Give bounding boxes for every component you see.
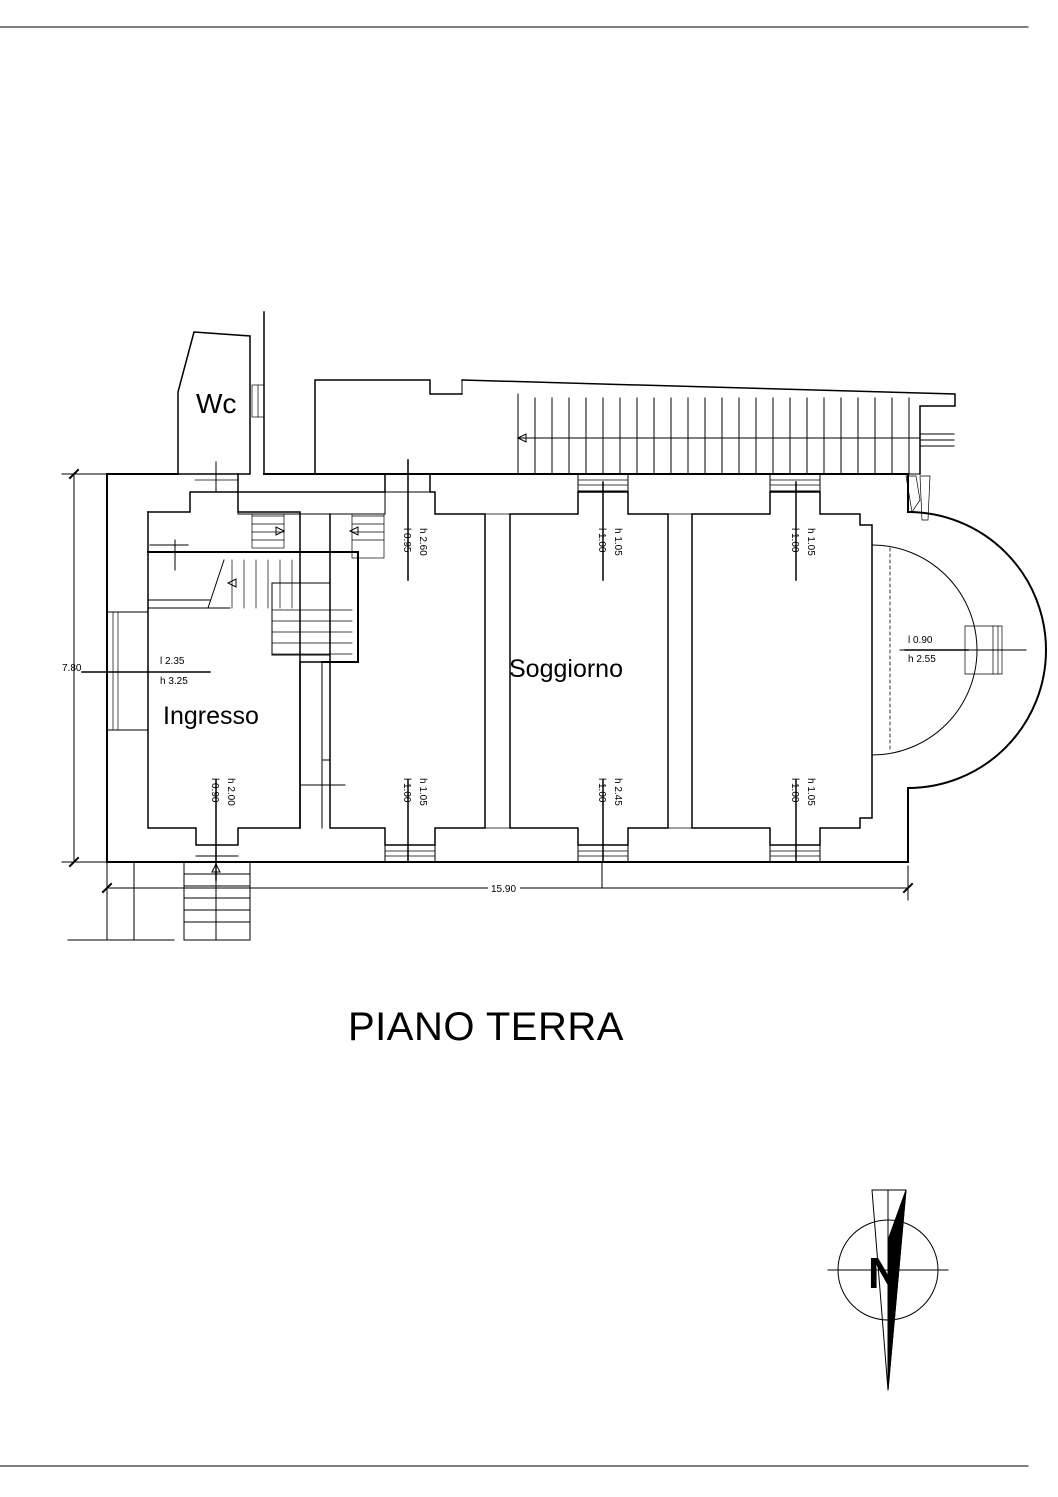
width-dimension-label: 15.90 xyxy=(491,884,516,895)
room-label-wc: Wc xyxy=(196,388,236,419)
internal-stair xyxy=(147,539,359,663)
opening-tag-l: l 1.00 xyxy=(596,778,607,803)
opening-tag-l: l 0.95 xyxy=(401,528,412,553)
opening-tag-h: h 2.00 xyxy=(225,778,236,806)
interior-walls xyxy=(147,473,873,846)
apse-tag-l: l 0.90 xyxy=(908,635,933,646)
stair-arrows xyxy=(226,513,385,588)
opening-tag-h: h 1.05 xyxy=(417,778,428,806)
opening-tag-l: l 0.90 xyxy=(209,778,220,803)
inner-stair-treads xyxy=(231,515,385,655)
opening-tag-l: l 1.00 xyxy=(789,528,800,553)
opening-tag-h: h 2.60 xyxy=(417,528,428,556)
tag-apse: l 0.90 h 2.55 xyxy=(904,635,969,665)
height-dimension-label: 7.80 xyxy=(62,663,82,674)
dimension-width: 15.90 xyxy=(101,861,914,901)
wc-block xyxy=(177,311,265,493)
ingresso-tag-l: l 2.35 xyxy=(160,656,185,667)
apse-tag-h: h 2.55 xyxy=(908,654,936,665)
room-label-ingresso: Ingresso xyxy=(163,702,259,730)
north-arrow: N xyxy=(827,1189,949,1391)
opening-tags: l 0.95 h 2.60 l 1.00 h 1.05 l 1.00 h 1.05 l 0.… xyxy=(209,459,816,881)
window xyxy=(769,473,821,492)
ingresso-tag-h: h 3.25 xyxy=(160,676,188,687)
drawing-title: PIANO TERRA xyxy=(348,1005,624,1049)
north-label: N xyxy=(868,1249,900,1298)
opening-tag-h: h 1.05 xyxy=(805,778,816,806)
porch-arrow xyxy=(516,433,955,447)
entrance-steps xyxy=(67,844,251,941)
opening-tag-h: h 2.45 xyxy=(612,778,623,806)
opening-tag-h: h 1.05 xyxy=(612,528,623,556)
opening-tag-l: l 1.00 xyxy=(401,778,412,803)
north-annexes xyxy=(314,379,956,475)
room-label-soggiorno: Soggiorno xyxy=(509,655,623,683)
opening-tag-l: l 1.00 xyxy=(596,528,607,553)
window xyxy=(769,844,821,863)
opening-tag-h: h 1.05 xyxy=(805,528,816,556)
west-window xyxy=(106,611,149,731)
porch-stairs xyxy=(517,397,910,475)
window xyxy=(384,844,436,863)
dimension-height: 7.80 xyxy=(61,468,108,868)
tag-ingresso: l 2.35 h 3.25 xyxy=(81,656,211,687)
opening-tag-l: l 1.00 xyxy=(789,778,800,803)
